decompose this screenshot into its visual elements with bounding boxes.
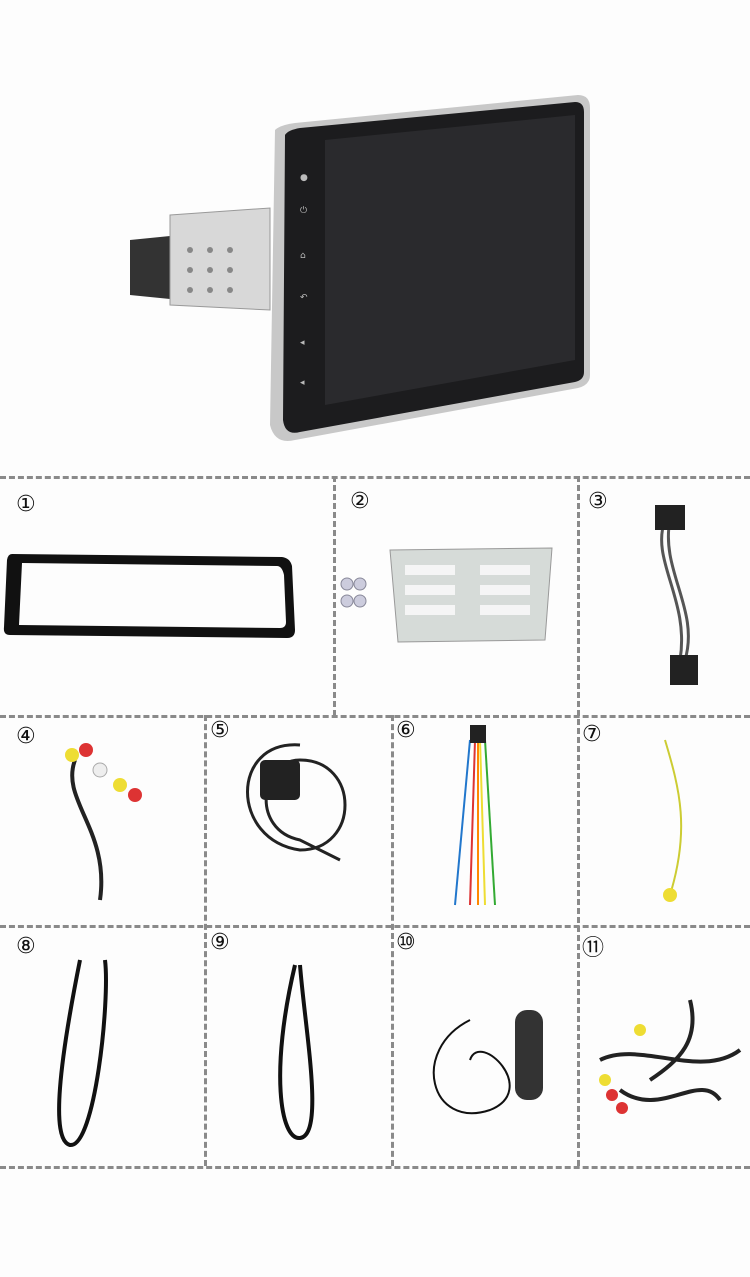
item-number: ⑦ bbox=[582, 722, 602, 747]
svg-text:●: ● bbox=[300, 173, 308, 183]
svg-text:⏻: ⏻ bbox=[300, 205, 307, 216]
head-unit-image: ● ⏻ ⌂ ↶ ◂ ◂ bbox=[130, 95, 590, 441]
item-number: ② bbox=[350, 489, 370, 514]
svg-text:⌂: ⌂ bbox=[300, 251, 306, 261]
svg-text:↶: ↶ bbox=[300, 293, 308, 303]
item-number: ⑥ bbox=[396, 718, 416, 743]
item-number: ⑧ bbox=[16, 934, 36, 959]
item-number: ⑩ bbox=[396, 930, 416, 955]
svg-text:◂: ◂ bbox=[300, 338, 305, 348]
item-number: ⑪ bbox=[582, 936, 605, 961]
item-number: ③ bbox=[588, 489, 608, 514]
item-number: ⑤ bbox=[210, 718, 230, 743]
item-number: ④ bbox=[16, 724, 36, 749]
svg-text:◂: ◂ bbox=[300, 378, 305, 388]
item-number: ① bbox=[16, 492, 36, 517]
item-number: ⑨ bbox=[210, 930, 230, 955]
